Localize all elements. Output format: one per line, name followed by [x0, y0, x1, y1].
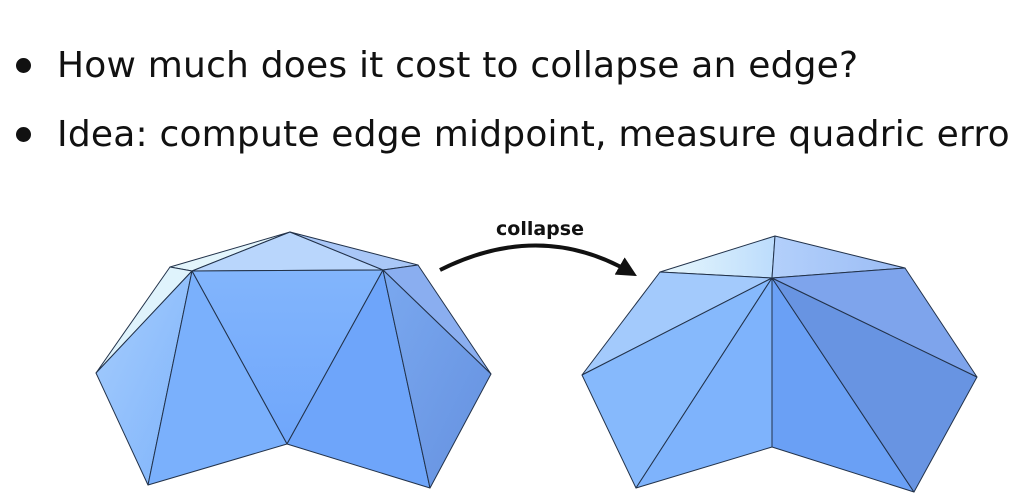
collapse-label: collapse	[496, 218, 584, 240]
bullet-text: How much does it cost to collapse an edg…	[57, 44, 859, 86]
mesh-after-collapse	[581, 235, 978, 493]
bullet-text: Idea: compute edge midpoint, measure qua…	[57, 113, 1013, 155]
mesh-face	[771, 267, 978, 378]
collapse-arrow: collapse	[439, 218, 637, 276]
bullet-item-idea: Idea: compute edge midpoint, measure qua…	[10, 109, 1013, 159]
mesh-before-collapse	[95, 231, 492, 489]
bullet-dot-icon	[16, 126, 31, 142]
bullet-item-cost: How much does it cost to collapse an edg…	[10, 40, 858, 90]
mesh-face	[659, 235, 776, 279]
curved-arrow-icon	[439, 243, 637, 276]
mesh-face	[147, 270, 288, 486]
bullet-dot-icon	[16, 57, 31, 73]
mesh-face	[382, 269, 492, 489]
